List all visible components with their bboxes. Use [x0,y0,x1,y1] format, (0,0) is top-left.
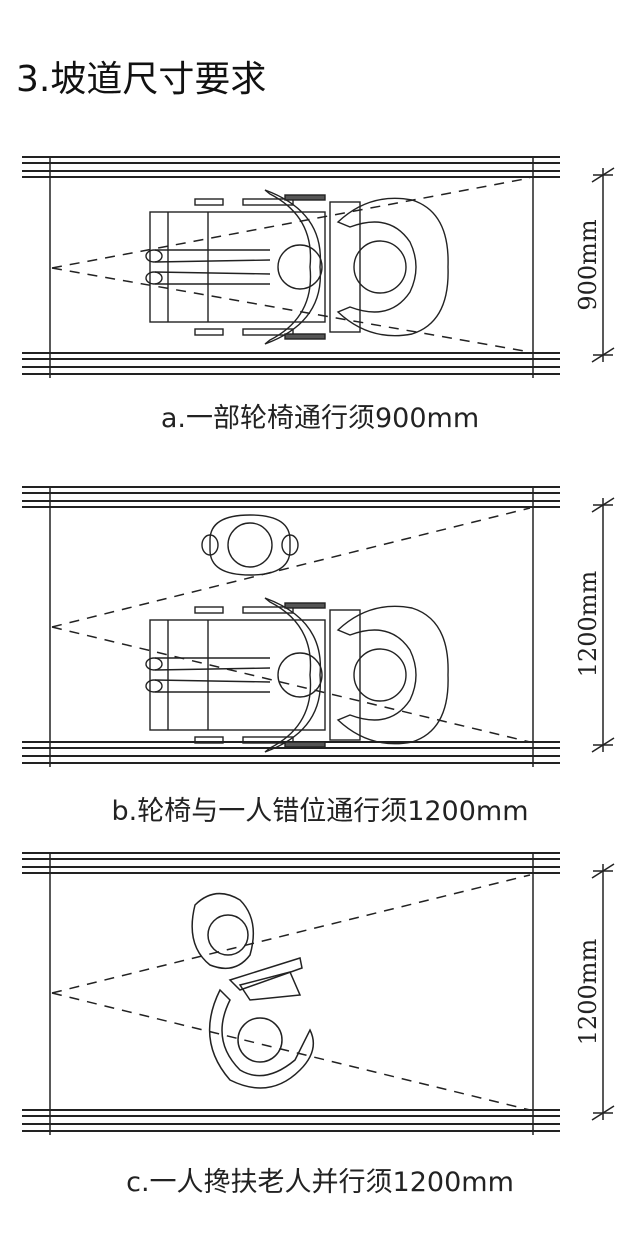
wheelchair-figure [145,597,449,753]
page-title: 3.坡道尺寸要求 [16,59,267,100]
wheelchair-figure [145,189,449,345]
dimension-label-b: 1200mm [574,570,602,677]
elderly-figure [191,892,303,991]
top-wall [22,156,560,178]
panel-b [22,486,615,767]
sightline [51,177,531,353]
panel-c [22,852,615,1135]
dimension-line [591,167,615,363]
bottom-wall [22,352,560,375]
helper-figure [208,971,315,1089]
dimension-label-a: 900mm [574,219,602,311]
caption-c: c.一人搀扶老人并行须1200mm [126,1167,514,1198]
caption-b: b.轮椅与一人错位通行须1200mm [111,796,529,827]
pedestrian-figure [201,514,299,576]
caption-a: a.一部轮椅通行须900mm [160,403,480,434]
panel-a [22,156,615,378]
dimension-label-c: 1200mm [574,938,602,1045]
